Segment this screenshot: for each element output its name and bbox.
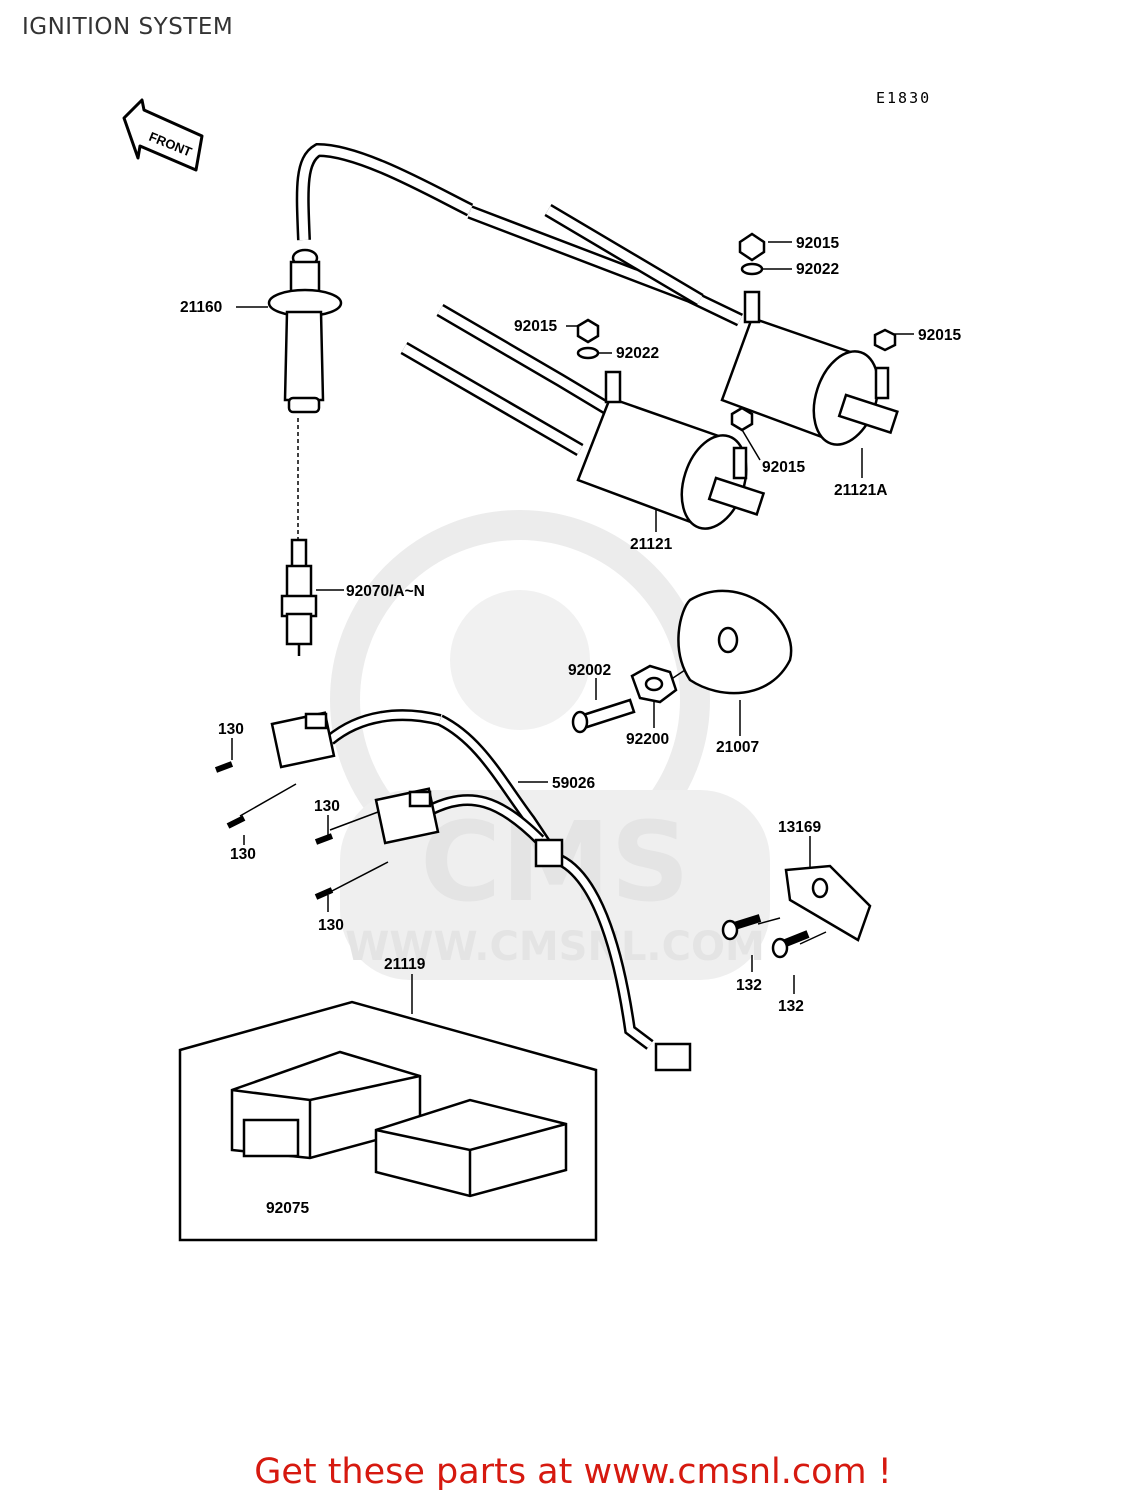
callout-130-d: 130 bbox=[318, 917, 344, 934]
ignition-diagram: CMS WWW.CMSNL.COM E1830 FRONT bbox=[122, 89, 961, 1242]
callout-130-a: 130 bbox=[218, 721, 244, 738]
callout-92070: 92070/A~N bbox=[346, 583, 425, 600]
watermark-url-text: WWW.CMSNL.COM bbox=[345, 924, 765, 970]
footer-link[interactable]: Get these parts at www.cmsnl.com ! bbox=[254, 1452, 892, 1492]
callout-21121a: 21121A bbox=[834, 482, 887, 499]
pickup-coil-harness bbox=[214, 709, 692, 1072]
callout-21119: 21119 bbox=[384, 956, 426, 973]
igniter-assembly bbox=[178, 1000, 598, 1242]
callout-132-b: 132 bbox=[778, 998, 804, 1015]
ignition-leads bbox=[400, 203, 744, 457]
spark-plug bbox=[280, 538, 318, 656]
callout-92200: 92200 bbox=[626, 731, 669, 748]
callout-92015-c: 92015 bbox=[918, 327, 961, 344]
callout-130-b: 130 bbox=[230, 846, 256, 863]
bracket bbox=[721, 864, 872, 959]
callout-21121: 21121 bbox=[630, 536, 673, 553]
callout-59026: 59026 bbox=[552, 775, 595, 792]
ignition-coil-21121 bbox=[576, 318, 766, 530]
ignition-coil-21121a bbox=[720, 232, 899, 446]
callout-92015-b: 92015 bbox=[514, 318, 557, 335]
pickup-rotor bbox=[571, 589, 793, 734]
diagram-code: E1830 bbox=[876, 89, 931, 107]
watermark: CMS WWW.CMSNL.COM bbox=[330, 510, 770, 980]
callout-92002: 92002 bbox=[568, 662, 611, 679]
callout-92015-d: 92015 bbox=[762, 459, 805, 476]
callout-13169: 13169 bbox=[778, 819, 821, 836]
callout-21160: 21160 bbox=[180, 299, 222, 316]
callout-130-c: 130 bbox=[314, 798, 340, 815]
callout-92022-b: 92022 bbox=[616, 345, 659, 362]
callout-labels: 21160 92015 92022 92015 92022 92015 9201… bbox=[180, 235, 961, 1217]
spark-plug-cap bbox=[267, 142, 474, 414]
page-title: IGNITION SYSTEM bbox=[22, 14, 234, 40]
callout-21007: 21007 bbox=[716, 739, 759, 756]
callout-92015-a: 92015 bbox=[796, 235, 839, 252]
front-arrow-icon: FRONT bbox=[122, 98, 204, 172]
callout-132-a: 132 bbox=[736, 977, 762, 994]
callout-92022-a: 92022 bbox=[796, 261, 839, 278]
callout-92075: 92075 bbox=[266, 1200, 309, 1217]
